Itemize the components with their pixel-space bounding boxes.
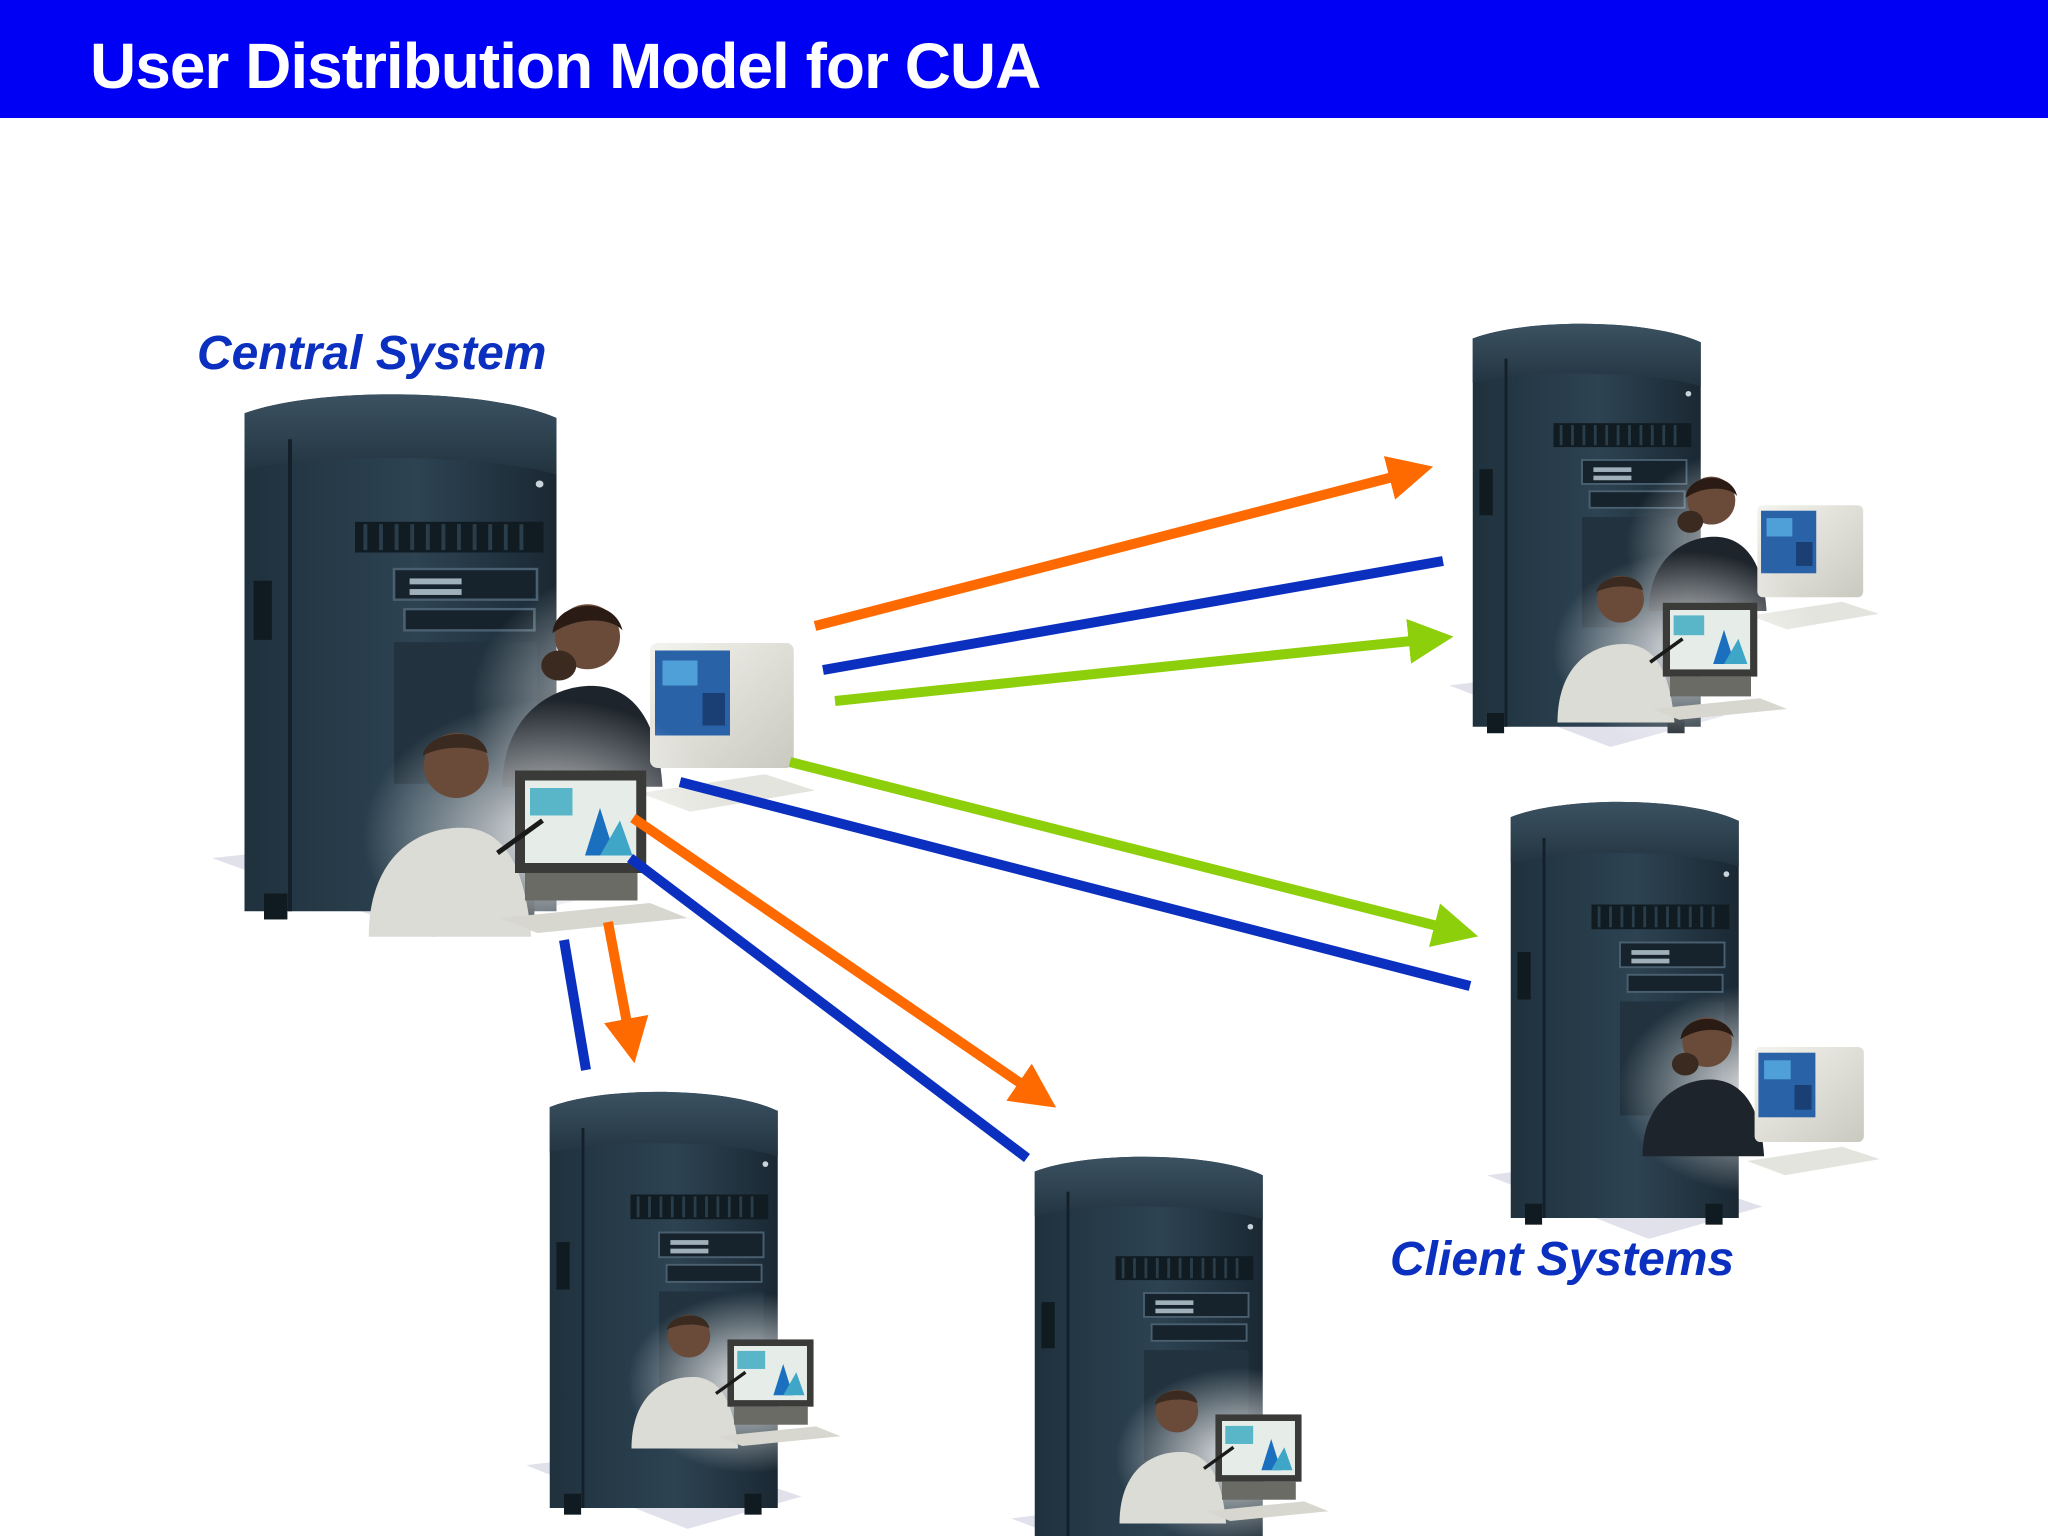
client-bottom-left-operator-lcd-icon	[625, 1291, 876, 1475]
line-blue-bottom-mid	[626, 854, 1031, 1162]
arrow-orange-bottom-left	[603, 921, 649, 1064]
client-right-operator-crt-icon	[1618, 985, 1904, 1195]
central-operator-lcd-icon	[363, 699, 738, 974]
line-blue-top-right	[822, 556, 1444, 675]
line-blue-bottom-left	[559, 939, 591, 1071]
distribution-lines	[559, 456, 1479, 1162]
client-top-right-operator-lcd-icon	[1551, 549, 1825, 752]
arrow-green-right	[788, 757, 1479, 948]
central-system-label: Central System	[197, 327, 547, 380]
page-title: User Distribution Model for CUA	[90, 30, 1041, 102]
arrow-orange-bottom-mid	[630, 813, 1057, 1108]
arrow-green-top-right	[834, 618, 1454, 706]
line-blue-right	[678, 777, 1472, 991]
arrow-orange-top-right	[813, 456, 1434, 631]
client-systems-label: Client Systems	[1390, 1233, 1735, 1286]
title-bar: User Distribution Model for CUA	[0, 0, 2048, 118]
